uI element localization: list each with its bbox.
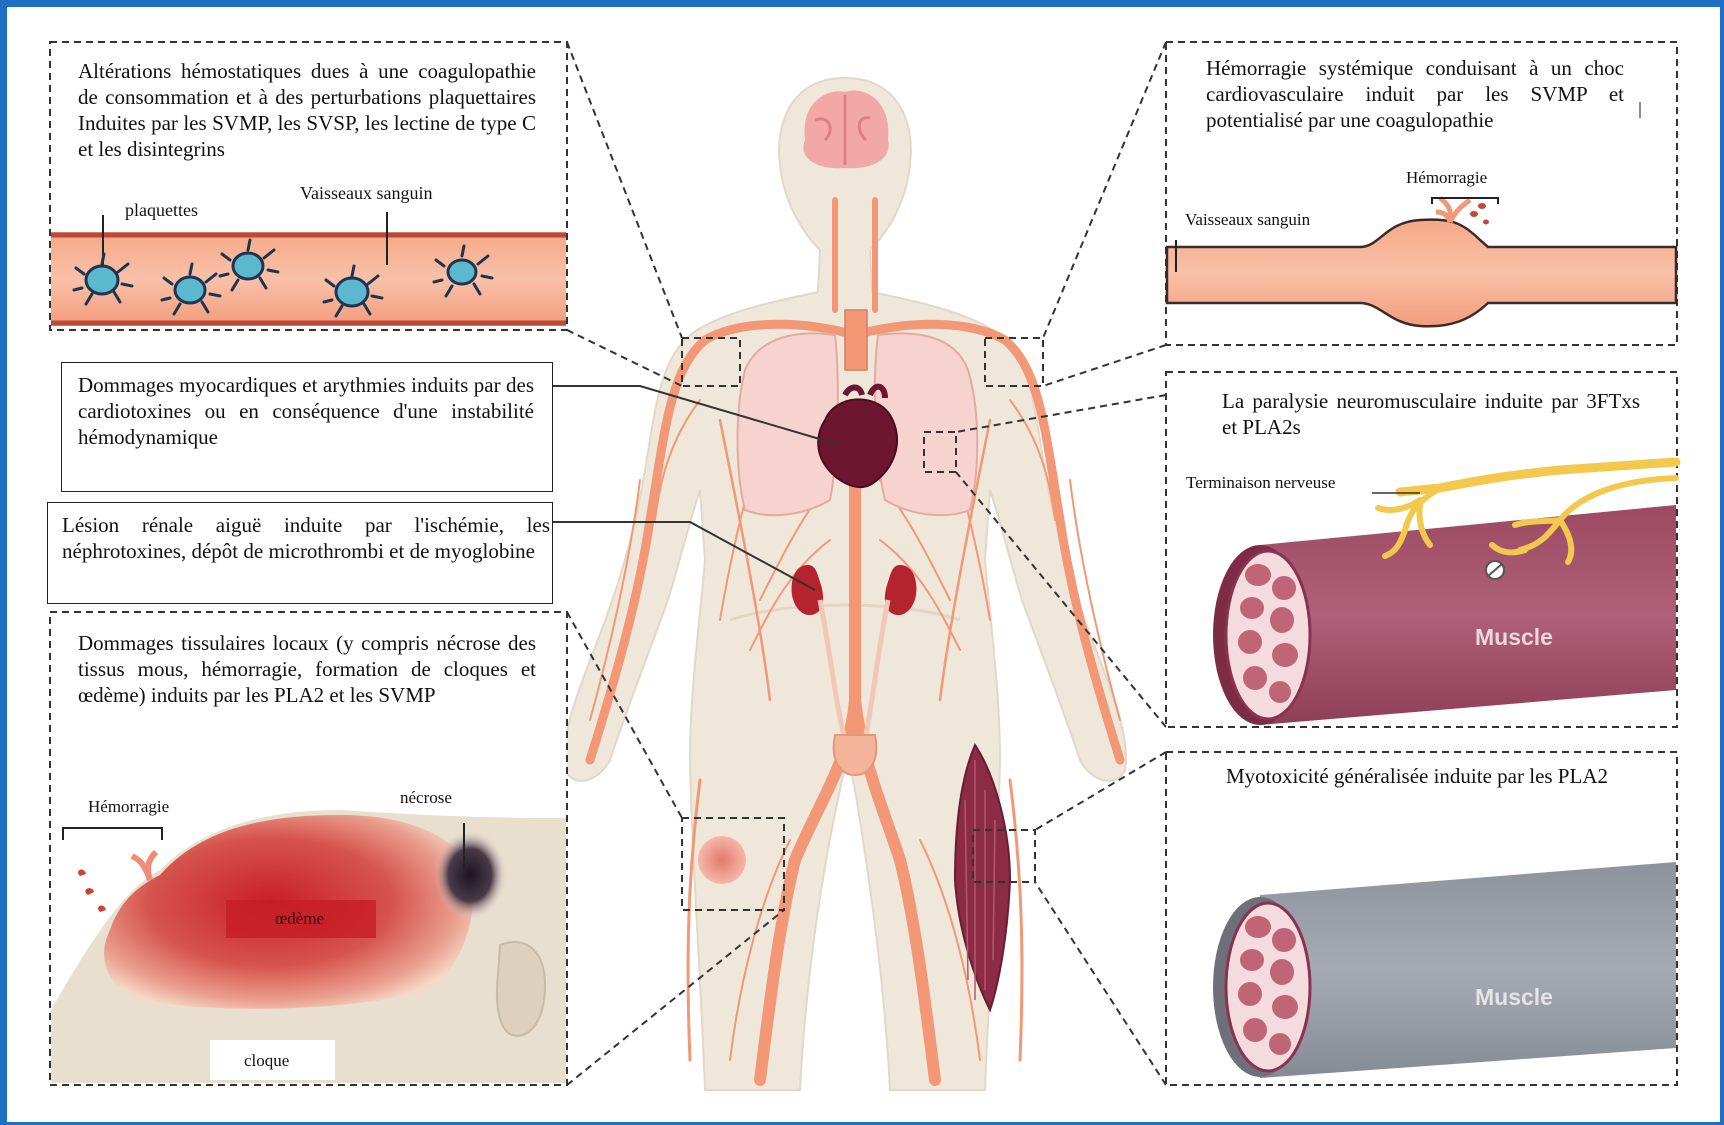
hemorrhage-label-right: Hémorragie	[1406, 168, 1487, 188]
blister-label: cloque	[244, 1051, 289, 1071]
muscle-label-paralysis: Muscle	[1475, 624, 1553, 651]
human-body	[564, 78, 1126, 1090]
local-wound	[698, 836, 746, 884]
bladder	[834, 735, 877, 775]
renal-description: Lésion rénale aiguë induite par l'ischém…	[62, 512, 550, 564]
local-tissue-description: Dommages tissulaires locaux (y compris n…	[78, 630, 536, 708]
vessel-label-left: Vaisseaux sanguin	[300, 183, 432, 203]
paralysis-description: La paralysie neuromusculaire induite par…	[1222, 388, 1640, 440]
panel-myotoxicity-box	[1166, 752, 1677, 1085]
myocardial-description: Dommages myocardiques et arythmies indui…	[78, 372, 534, 450]
hemostatic-description: Altérations hémostatiques dues à une coa…	[78, 58, 536, 162]
hemorrhage-label-left: Hémorragie	[88, 797, 169, 817]
edema-label: œdème	[275, 909, 324, 929]
myotoxicity-description: Myotoxicité généralisée induite par les …	[1226, 763, 1646, 789]
nerve-terminal-label: Terminaison nerveuse	[1186, 473, 1335, 493]
platelets-label: plaquettes	[125, 200, 198, 220]
brain	[803, 91, 888, 169]
muscle-label-myotoxicity: Muscle	[1475, 984, 1553, 1011]
vessel-label-right: Vaisseaux sanguin	[1185, 210, 1310, 230]
hemorrhage-systemic-description: Hémorragie systémique conduisant à un ch…	[1206, 55, 1624, 133]
necrosis-label: nécrose	[400, 788, 452, 808]
